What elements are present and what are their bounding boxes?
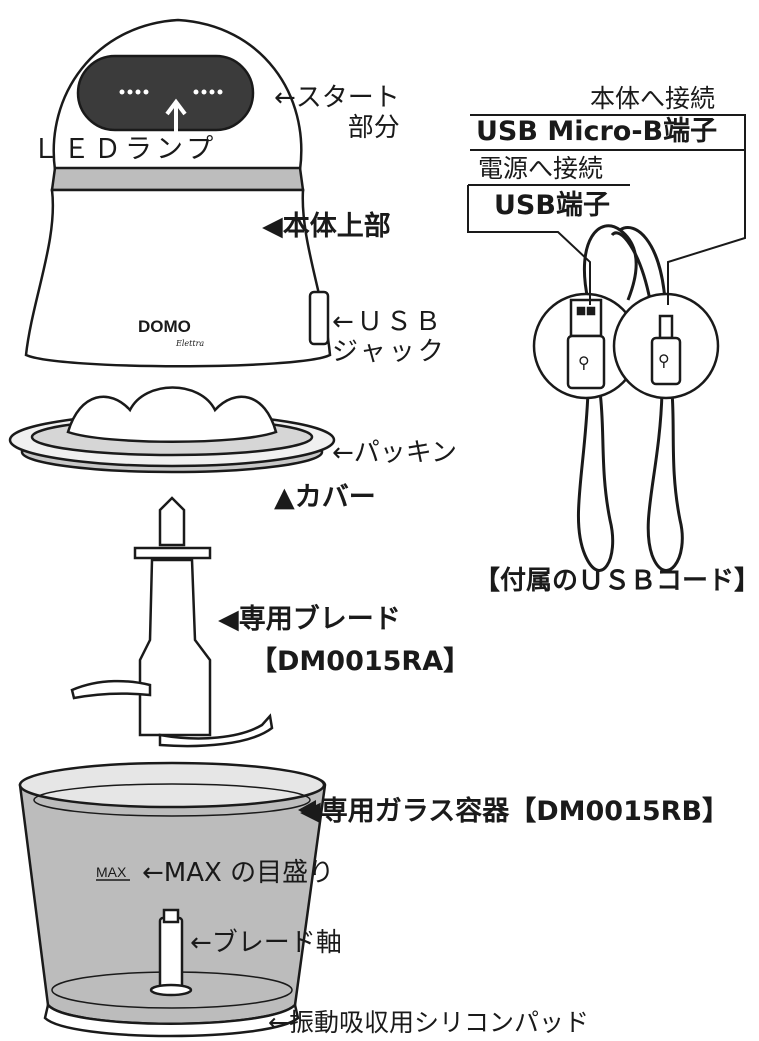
max-mark: MAX xyxy=(96,864,127,880)
gray-band xyxy=(50,166,305,192)
container-label: ◀専用ガラス容器【DM0015RB】 xyxy=(300,796,730,827)
led-lamp-label: ＬＥＤランプ xyxy=(32,134,218,165)
led-panel xyxy=(76,54,255,132)
usb-jack-label: ←ＵＳＢ ジャック xyxy=(332,307,447,367)
packing-label: ←パッキン xyxy=(332,438,458,468)
silicone-pad xyxy=(43,1002,300,1038)
usb-cord xyxy=(576,224,684,572)
blade-part xyxy=(70,496,274,748)
body-top-label: ◀本体上部 xyxy=(262,211,391,242)
connect-body-label: 本体へ接続 xyxy=(590,84,716,113)
cord-leader-lines xyxy=(467,114,746,305)
motor-unit xyxy=(24,18,332,368)
max-scale-label: ←MAX の目盛り xyxy=(142,858,335,888)
cover-part xyxy=(8,386,336,474)
blade-label: ◀専用ブレード xyxy=(218,604,401,635)
led-pointer-arrow xyxy=(165,98,187,140)
container-pointer xyxy=(298,800,316,820)
lower-body xyxy=(24,188,332,368)
silicone-pad-label: ←振動吸収用シリコンパッド xyxy=(268,1008,589,1037)
svg-text:⚲: ⚲ xyxy=(578,353,590,372)
glass-container xyxy=(18,761,327,1038)
start-section-label: ←スタート 部分 xyxy=(274,83,400,143)
blade-model-label: 【DM0015RA】 xyxy=(250,646,471,677)
cover-label: ▲カバー xyxy=(274,482,376,513)
connect-power-label: 電源へ接続 xyxy=(478,154,604,183)
led-dots xyxy=(119,89,223,95)
cord-caption: 【付属のＵＳＢコード】 xyxy=(474,566,759,596)
usb-plugs-circle xyxy=(532,292,720,400)
svg-text:⚲: ⚲ xyxy=(658,351,670,370)
blade-shaft-label: ←ブレード軸 xyxy=(190,928,342,958)
brand-sub: Elettra xyxy=(175,339,204,348)
usb-plug-label: USB端子 xyxy=(494,190,610,221)
usb-symbols: ⚲ ⚲ xyxy=(578,351,670,372)
micro-b-label: USB Micro-B端子 xyxy=(476,116,718,147)
usb-jack-slot xyxy=(308,290,330,346)
brand-logo: DOMO xyxy=(138,317,191,336)
